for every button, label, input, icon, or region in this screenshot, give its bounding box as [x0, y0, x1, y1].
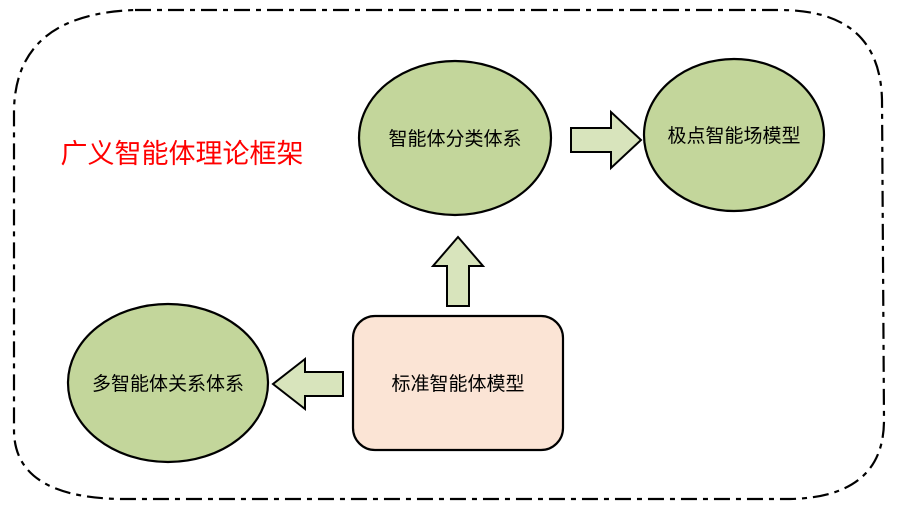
node-multi-relation: 多智能体关系体系 — [66, 302, 270, 464]
multi-relation-ellipse — [66, 302, 270, 464]
polar-field-ellipse — [642, 57, 826, 213]
multi-relation-label: 多智能体关系体系 — [92, 373, 244, 395]
frame-title: 广义智能体理论框架 — [61, 139, 304, 170]
standard-model-box — [351, 314, 565, 452]
node-classification: 智能体分类体系 — [357, 59, 553, 217]
arrow-classification-to-polar-field — [570, 109, 643, 171]
standard-model-label: 标准智能体模型 — [391, 373, 524, 395]
classification-ellipse — [357, 59, 553, 217]
node-standard-model: 标准智能体模型 — [351, 314, 565, 452]
arrow-standard-to-classification — [430, 235, 486, 307]
arrow-standard-to-multi-relation — [271, 356, 344, 412]
polar-field-label: 极点智能场模型 — [667, 125, 800, 147]
outer-dashed-frame — [12, 8, 886, 501]
classification-label: 智能体分类体系 — [388, 128, 521, 150]
node-polar-field: 极点智能场模型 — [642, 57, 826, 213]
